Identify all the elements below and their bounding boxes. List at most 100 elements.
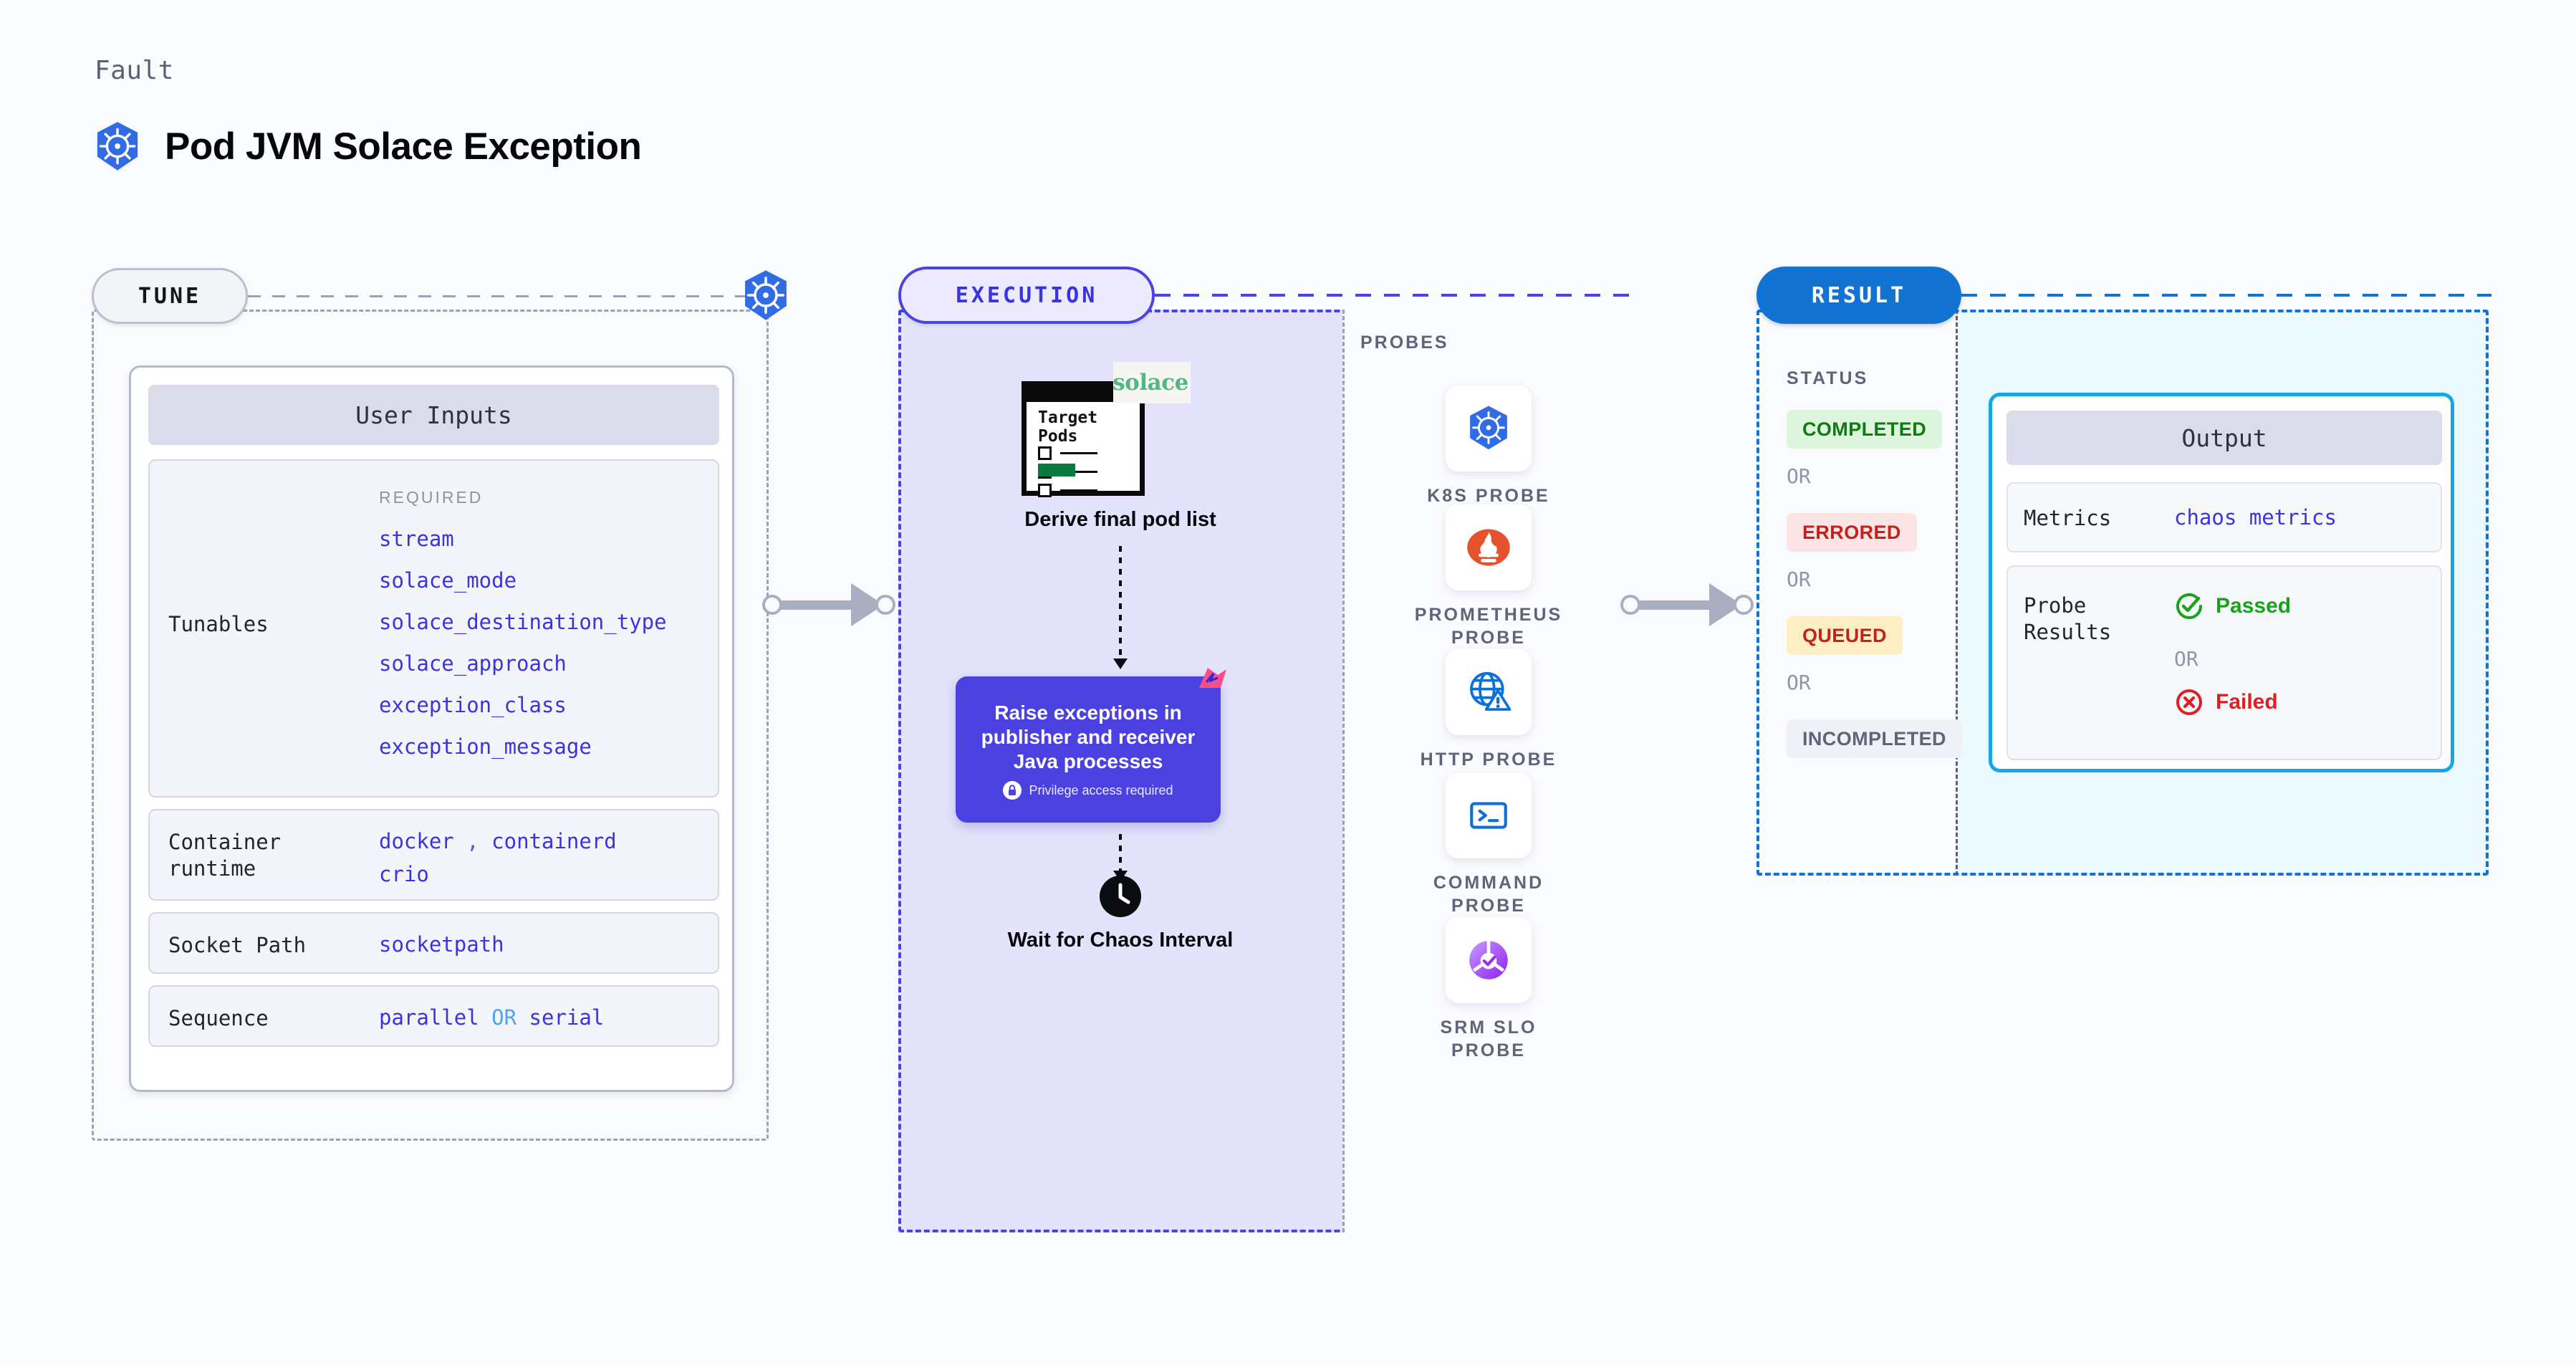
probe-label: COMMAND PROBE (1433, 873, 1544, 916)
checkbox-icon (1038, 446, 1052, 460)
page-title-row: Pod JVM Solace Exception (92, 120, 642, 172)
target-pods-titlebar (1027, 386, 1140, 402)
required-tag: REQUIRED (379, 488, 484, 507)
tunable-solace-mode[interactable]: solace_mode (379, 568, 517, 593)
tunables-row: Tunables REQUIRED stream solace_mode sol… (148, 459, 719, 798)
probe-results-row: Probe Results Passed OR Failed (2007, 565, 2442, 760)
probes-title: PROBES (1360, 332, 1449, 353)
terminal-icon (1470, 802, 1507, 829)
runtime-docker[interactable]: docker (379, 829, 454, 853)
tunable-exception-class[interactable]: exception_class (379, 693, 567, 717)
probe-failed-label: Failed (2216, 690, 2278, 714)
probe-results-label-line1: Probe (2024, 593, 2087, 618)
tunable-solace-destination-type[interactable]: solace_destination_type (379, 610, 667, 634)
sequence-row: Sequence parallel OR serial (148, 985, 719, 1047)
sequence-serial[interactable]: serial (529, 1005, 605, 1030)
sequence-values[interactable]: parallel OR serial (379, 1005, 604, 1030)
probe-tile[interactable] (1446, 385, 1532, 471)
privilege-note-row: Privilege access required (1003, 781, 1173, 800)
check-circle-icon (2176, 593, 2202, 619)
probe-passed-label: Passed (2216, 594, 2292, 618)
container-runtime-values-line1[interactable]: docker , containerd (379, 829, 617, 853)
tune-badge[interactable]: TUNE (92, 268, 248, 324)
tunable-stream[interactable]: stream (379, 527, 454, 551)
connector-tune-to-execution (762, 583, 905, 626)
pod-name-placeholder (1060, 489, 1097, 492)
globe-warning-icon (1470, 671, 1512, 711)
status-badge-errored: ERRORED (1787, 513, 1917, 552)
output-card: Output Metrics chaos metrics Probe Resul… (1989, 393, 2454, 772)
sequence-or: OR (491, 1005, 517, 1030)
page-title: Pod JVM Solace Exception (165, 125, 642, 168)
probe-label: PROMETHEUS PROBE (1414, 605, 1563, 648)
tunable-exception-message[interactable]: exception_message (379, 734, 592, 759)
pod-name-placeholder (1060, 471, 1097, 473)
socket-path-label: Socket Path (168, 933, 307, 957)
probes-panel: PROBES K8S PROBE (1342, 310, 1630, 1232)
flow-arrow-1 (1113, 546, 1128, 669)
runtime-separator: , (466, 829, 479, 853)
probe-tile[interactable] (1446, 649, 1532, 735)
probe-command[interactable]: COMMAND PROBE (1345, 772, 1633, 917)
kubernetes-icon (745, 270, 787, 320)
target-pods-item (1038, 484, 1097, 497)
step-derive-pod-list-caption: Derive final pod list (1024, 508, 1216, 531)
probe-http[interactable]: HTTP PROBE (1345, 649, 1633, 771)
pod-name-placeholder (1060, 452, 1097, 454)
lock-icon (1003, 781, 1022, 800)
probe-k8s[interactable]: K8S PROBE (1345, 385, 1633, 507)
runtime-crio[interactable]: crio (379, 862, 429, 886)
result-top-dashed-line (1961, 294, 2491, 297)
probe-result-or: OR (2174, 647, 2198, 671)
chaos-flag-icon (1199, 668, 1226, 688)
tune-top-dashed-line (248, 295, 764, 297)
probe-label: HTTP PROBE (1420, 749, 1557, 770)
probe-result-failed: Failed (2174, 687, 2278, 717)
probe-srm-slo[interactable]: SRM SLO PROBE (1345, 917, 1633, 1062)
x-circle-icon (2176, 689, 2202, 715)
probe-result-passed: Passed (2174, 591, 2291, 621)
runtime-containerd[interactable]: containerd (491, 829, 617, 853)
probe-label: K8S PROBE (1427, 486, 1550, 506)
result-status-fill (1756, 310, 1956, 876)
probe-results-label: Probe Results (2024, 593, 2111, 646)
probe-prometheus[interactable]: PROMETHEUS PROBE (1345, 504, 1633, 649)
status-badge-incompleted: INCOMPLETED (1787, 719, 1962, 758)
raise-exceptions-card: Raise exceptions in publisher and receiv… (956, 668, 1226, 823)
tunable-solace-approach[interactable]: solace_approach (379, 651, 567, 676)
metrics-row: Metrics chaos metrics (2007, 482, 2442, 552)
target-pods-title-line1: Target (1038, 408, 1098, 427)
srm-slo-icon (1469, 941, 1508, 980)
solace-wordmark: solace (1112, 370, 1188, 396)
status-or-2: OR (1787, 567, 1811, 591)
execution-top-dashed-line (1155, 294, 1633, 297)
status-badge-completed: COMPLETED (1787, 410, 1943, 449)
socket-path-row: Socket Path socketpath (148, 912, 719, 974)
result-section-border (1756, 310, 2489, 876)
socket-path-value[interactable]: socketpath (379, 932, 504, 957)
status-badge-queued: QUEUED (1787, 616, 1903, 655)
result-badge[interactable]: RESULT (1756, 267, 1961, 324)
solace-logo: solace (1112, 362, 1191, 403)
flow-arrow-2 (1113, 834, 1128, 881)
sequence-parallel[interactable]: parallel (379, 1005, 479, 1030)
container-runtime-row: Container runtime docker , containerd cr… (148, 809, 719, 901)
user-inputs-title: User Inputs (148, 385, 719, 445)
prometheus-icon (1467, 529, 1510, 566)
step-wait-chaos-interval-caption: Wait for Chaos Interval (1007, 929, 1234, 952)
execution-badge[interactable]: EXECUTION (898, 267, 1155, 324)
probe-label: SRM SLO PROBE (1440, 1017, 1537, 1060)
target-pods-title-line2: Pods (1038, 426, 1078, 446)
sequence-label: Sequence (168, 1006, 269, 1030)
probe-tile[interactable] (1446, 917, 1532, 1003)
metrics-value[interactable]: chaos metrics (2174, 505, 2337, 530)
probe-tile[interactable] (1446, 504, 1532, 590)
probe-tile[interactable] (1446, 772, 1532, 858)
page-eyebrow: Fault (95, 56, 174, 85)
status-or-3: OR (1787, 671, 1811, 694)
kubernetes-icon (97, 122, 138, 171)
user-inputs-card: User Inputs Tunables REQUIRED stream sol… (129, 365, 734, 1092)
target-pods-item (1038, 446, 1097, 460)
tune-section (92, 310, 769, 1141)
